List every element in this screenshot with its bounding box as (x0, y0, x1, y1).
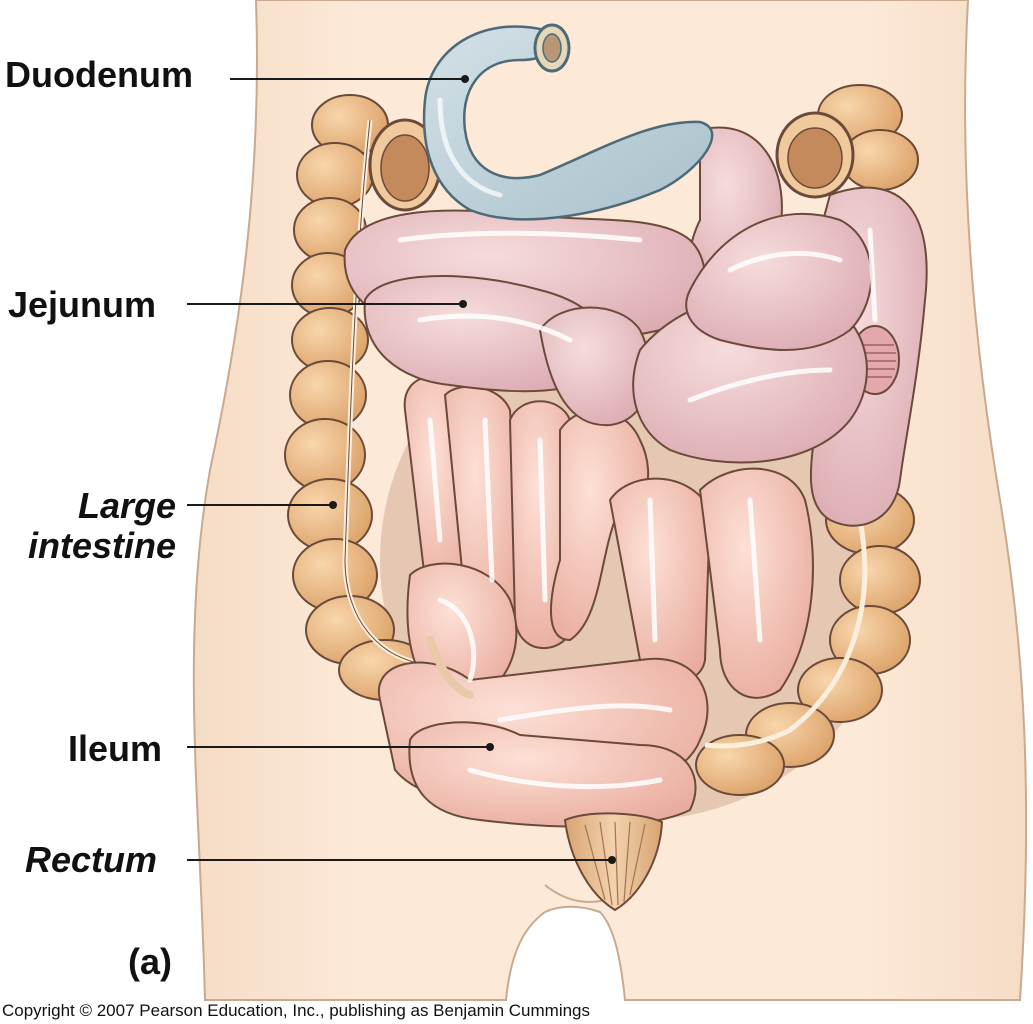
leader-duodenum (230, 78, 465, 80)
label-duodenum: Duodenum (5, 54, 193, 95)
label-ileum: Ileum (68, 728, 163, 769)
leader-rectum (187, 859, 612, 861)
leader-ileum (187, 746, 490, 748)
copyright-notice: Copyright © 2007 Pearson Education, Inc.… (2, 1001, 591, 1020)
taenia-coli-right (704, 519, 868, 749)
panel-letter: (a) (128, 941, 172, 982)
leader-jejunum (187, 303, 463, 305)
leader-dot-duodenum (461, 75, 469, 83)
leader-dot-ileum (486, 743, 494, 751)
label-large-intestine: Large intestine (8, 486, 176, 566)
label-rectum: Rectum (25, 839, 158, 880)
duodenum (422, 25, 714, 221)
label-jejunum: Jejunum (8, 284, 157, 325)
leader-dot-large-intestine (329, 501, 337, 509)
label-large-intestine-line1: Large (77, 485, 176, 526)
leader-large-intestine (187, 504, 333, 506)
label-large-intestine-line2: intestine (27, 525, 176, 566)
leader-dot-jejunum (459, 300, 467, 308)
leader-dot-rectum (608, 856, 616, 864)
appendix (426, 636, 474, 699)
